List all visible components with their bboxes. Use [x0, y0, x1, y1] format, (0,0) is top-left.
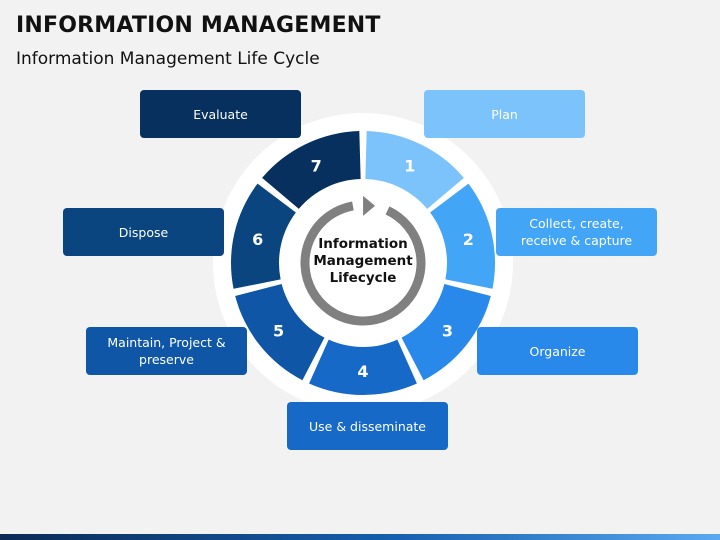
stage-box-evaluate[interactable]: Evaluate [140, 90, 301, 138]
segment-number-3: 3 [442, 321, 453, 340]
cycle-arrow-icon [300, 195, 426, 326]
stage-box-plan[interactable]: Plan [424, 90, 585, 138]
bottom-accent-bar [0, 534, 720, 540]
segment-2[interactable] [430, 183, 496, 289]
segment-number-6: 6 [252, 230, 263, 249]
center-label-line-3: Lifecycle [330, 270, 397, 286]
center-label-line-1: Information [318, 236, 408, 252]
segment-5[interactable] [235, 283, 325, 381]
stage-box-organize[interactable]: Organize [477, 327, 638, 375]
segment-number-4: 4 [357, 362, 368, 381]
stage-box-dispose[interactable]: Dispose [63, 208, 224, 256]
stage-box-use-disseminate[interactable]: Use & disseminate [287, 402, 448, 450]
page-title: INFORMATION MANAGEMENT [16, 13, 381, 38]
stage-box-collect[interactable]: Collect, create, receive & capture [496, 208, 657, 256]
segment-3[interactable] [401, 283, 491, 381]
cycle-arrow-arc [300, 201, 426, 326]
center-disc [291, 191, 435, 335]
segment-7[interactable] [262, 131, 361, 209]
segment-number-7: 7 [311, 157, 322, 176]
center-label-line-2: Management [313, 253, 413, 269]
page-subtitle: Information Management Life Cycle [16, 49, 320, 69]
segment-6[interactable] [231, 183, 296, 289]
cycle-arrow-head [363, 195, 376, 216]
segment-number-1: 1 [404, 157, 415, 176]
stage-box-maintain[interactable]: Maintain, Project & preserve [86, 327, 247, 375]
segment-4[interactable] [309, 339, 417, 395]
segment-1[interactable] [365, 131, 464, 209]
segment-number-5: 5 [273, 321, 284, 340]
segment-number-2: 2 [463, 230, 474, 249]
